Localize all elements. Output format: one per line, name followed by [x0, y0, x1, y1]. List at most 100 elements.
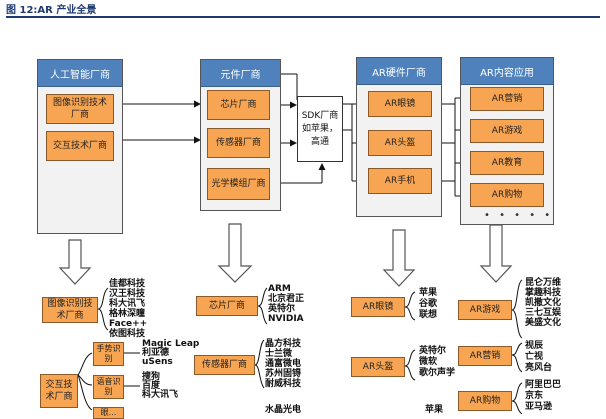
bracket-interaction-voice	[77, 374, 93, 386]
company-games-5: 美盛文化	[525, 318, 562, 328]
bracket-marketing-down	[511, 354, 523, 373]
list-optics: 水晶光电	[265, 405, 301, 415]
list-helmet: 英特尔 微软 歌尔声学	[419, 346, 455, 379]
bottom-box-interaction: 交互技术厂商	[40, 374, 78, 408]
list-marketing: 视辰 亡视 亮风台	[525, 341, 552, 374]
bracket-games-up	[511, 279, 523, 311]
bracket-chip-down	[257, 305, 268, 325]
list-phone: 苹果	[425, 405, 443, 415]
bracket-shopping-down	[511, 400, 523, 415]
box-voice: 语音识别	[93, 375, 124, 399]
bracket-shopping-up	[511, 382, 523, 402]
box-ar-shopping: AR购物	[470, 183, 544, 207]
company-games-1: 昆仑万维	[525, 278, 562, 288]
box-image-recognition: 图像识别技术厂商	[46, 94, 114, 124]
box-more-interaction: 眼...	[93, 407, 124, 419]
company-voice-3: 科大讯飞	[142, 390, 179, 400]
company-gesture-3: uSens	[142, 357, 173, 367]
column-components-title: 元件厂商	[201, 60, 280, 87]
company-image-tech-4: 格林深瞳	[109, 309, 146, 319]
down-arrow-content	[479, 224, 513, 283]
column-content-title: AR内容应用	[461, 58, 553, 85]
company-image-tech-2: 汉王科技	[109, 289, 146, 299]
company-games-3: 凯撒文化	[525, 298, 562, 308]
company-sensor-5: 耐威科技	[265, 379, 302, 389]
box-chip: 芯片厂商	[207, 90, 270, 120]
box-ar-phone: AR手机	[368, 168, 432, 194]
bracket-glasses-up	[404, 291, 416, 308]
bottom-box-marketing: AR营销	[458, 346, 512, 366]
box-interaction-tech: 交互技术厂商	[46, 131, 114, 161]
box-optics: 光学模组厂商	[207, 168, 270, 200]
bracket-games-down	[511, 309, 523, 339]
list-games: 昆仑万维 掌趣科技 凯撒文化 三七互娱 美盛文化	[525, 278, 561, 328]
bracket-marketing-up	[511, 342, 523, 356]
bottom-box-helmet: AR头盔	[351, 357, 405, 377]
company-gesture-1: Magic Leap	[142, 339, 200, 349]
bracket-helmet-down	[404, 365, 416, 381]
bottom-box-chip: 芯片厂商	[196, 296, 258, 316]
list-shopping: 阿里巴巴 京东 亚马逊	[525, 380, 561, 413]
company-chip-4: NVIDIA	[268, 314, 304, 324]
down-arrow-ai	[58, 239, 92, 285]
company-chip-3: 英特尔	[268, 304, 296, 314]
company-shopping-2: 京东	[525, 391, 544, 401]
company-helmet-3: 歌尔声学	[419, 368, 456, 378]
bottom-box-sensor: 传感器厂商	[194, 355, 255, 375]
caption-rule	[6, 16, 600, 18]
company-glasses-1: 苹果	[419, 288, 438, 298]
bottom-box-shopping: AR购物	[458, 391, 512, 411]
company-voice-1: 搜狗	[142, 372, 161, 382]
box-sdk: SDK厂商如苹果，高通	[297, 96, 343, 162]
list-image-tech: 佳都科技 汉王科技 科大讯飞 格林深瞳 Face++ 依图科技	[109, 279, 147, 339]
bracket-interaction-more	[77, 374, 93, 411]
list-gesture: Magic Leap 利亚德 uSens	[142, 340, 199, 367]
company-chip-1: ARM	[268, 284, 291, 294]
box-ar-marketing: AR营销	[470, 87, 544, 111]
bracket-sensor-up	[254, 339, 265, 366]
company-games-4: 三七互娱	[525, 308, 562, 318]
box-ar-education: AR教育	[470, 151, 544, 175]
bracket-chip-up	[257, 287, 268, 307]
bracket-image-tech-up	[97, 287, 109, 310]
company-shopping-1: 阿里巴巴	[525, 380, 562, 390]
company-sensor-3: 通富微电	[265, 359, 302, 369]
company-gesture-2: 利亚德	[142, 348, 170, 358]
company-image-tech-3: 科大讯飞	[109, 299, 146, 309]
box-gesture: 手势识别	[93, 342, 124, 366]
bracket-helmet-up	[404, 349, 416, 367]
box-sensor: 传感器厂商	[207, 128, 270, 158]
company-sensor-4: 苏州固锝	[265, 369, 302, 379]
figure-caption: 图 12:AR 产业全景	[6, 5, 97, 16]
company-optics-1: 水晶光电	[265, 405, 302, 415]
list-glasses: 苹果 谷歌 联想	[419, 288, 437, 321]
down-arrow-hardware	[382, 229, 416, 287]
bottom-box-glasses: AR眼镜	[351, 297, 405, 317]
company-marketing-1: 视辰	[525, 341, 544, 351]
company-voice-2: 百度	[142, 381, 161, 391]
box-ar-glasses: AR眼镜	[368, 91, 432, 117]
company-shopping-3: 亚马逊	[525, 402, 553, 412]
company-sensor-1: 晶方科技	[265, 339, 302, 349]
company-chip-2: 北京君正	[268, 294, 305, 304]
box-ar-games: AR游戏	[470, 119, 544, 143]
list-voice: 搜狗 百度 科大讯飞	[142, 373, 178, 400]
box-ar-helmet: AR头盔	[368, 130, 432, 156]
company-glasses-3: 联想	[419, 310, 438, 320]
bracket-interaction-gesture	[77, 352, 93, 376]
company-games-2: 掌趣科技	[525, 288, 562, 298]
company-image-tech-5: Face++	[109, 319, 148, 329]
company-image-tech-1: 佳都科技	[109, 279, 146, 289]
company-helmet-2: 微软	[419, 357, 438, 367]
bracket-glasses-down	[404, 306, 416, 321]
list-chip: ARM 北京君正 英特尔 NVIDIA	[268, 284, 304, 324]
content-more-dots: • • • • •	[484, 210, 554, 221]
column-ai-title: 人工智能厂商	[38, 60, 122, 87]
bracket-image-tech-down	[97, 308, 109, 331]
company-marketing-2: 亡视	[525, 352, 544, 362]
company-phone-1: 苹果	[425, 405, 444, 415]
company-helmet-1: 英特尔	[419, 346, 447, 356]
bottom-box-games: AR游戏	[458, 300, 512, 320]
list-sensor: 晶方科技 士兰微 通富微电 苏州固锝 耐威科技	[265, 339, 301, 389]
